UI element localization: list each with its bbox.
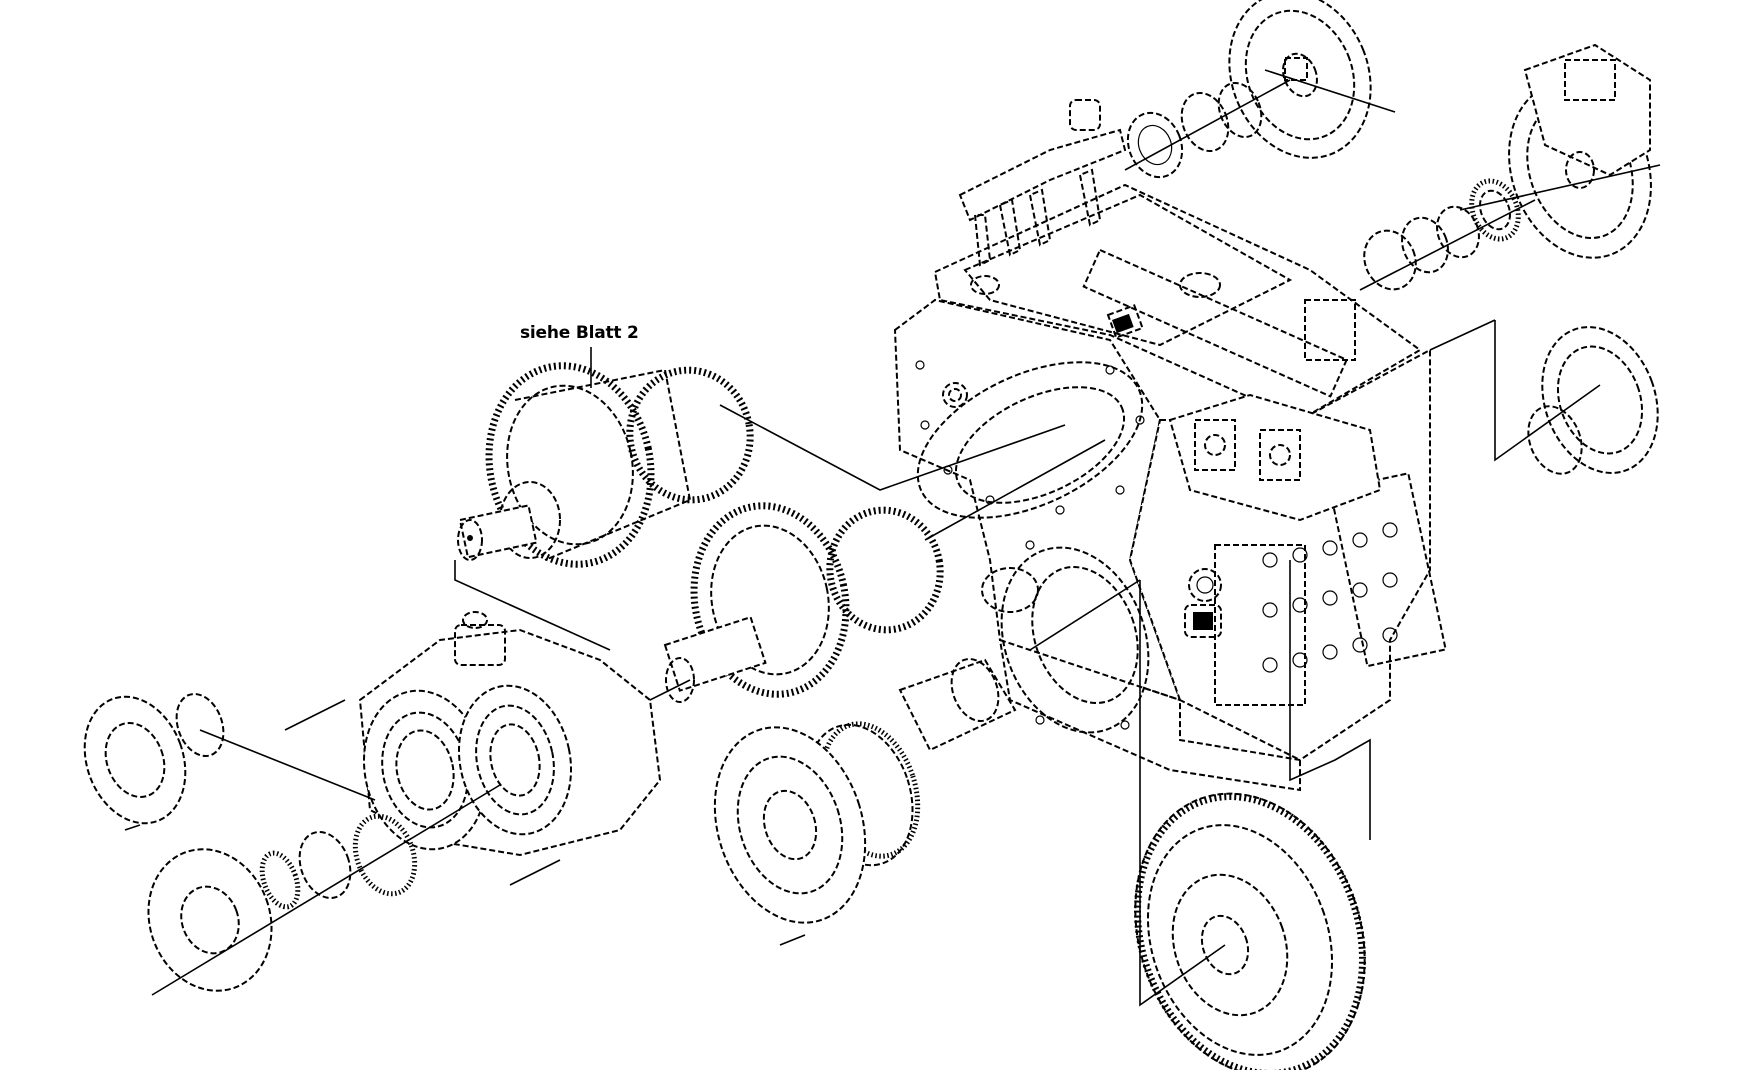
middle-clutch-shaft — [629, 439, 1106, 711]
upper-clutch-assembly — [454, 362, 1066, 651]
pump-flange-cover — [1228, 0, 1396, 159]
input-housing — [284, 611, 662, 886]
pto-unit — [1459, 43, 1661, 259]
lower-output-shaft — [713, 579, 1141, 946]
pto-gear-rings — [1359, 178, 1536, 291]
callout-label: siehe Blatt 2 — [520, 323, 639, 343]
top-seal-rings — [1124, 79, 1291, 179]
left-bottom-flange — [147, 784, 501, 996]
large-spur-gear — [1133, 560, 1371, 1070]
left-top-cover — [83, 693, 376, 831]
gearbox-housing — [893, 99, 1447, 792]
right-side-cover — [1429, 319, 1659, 475]
